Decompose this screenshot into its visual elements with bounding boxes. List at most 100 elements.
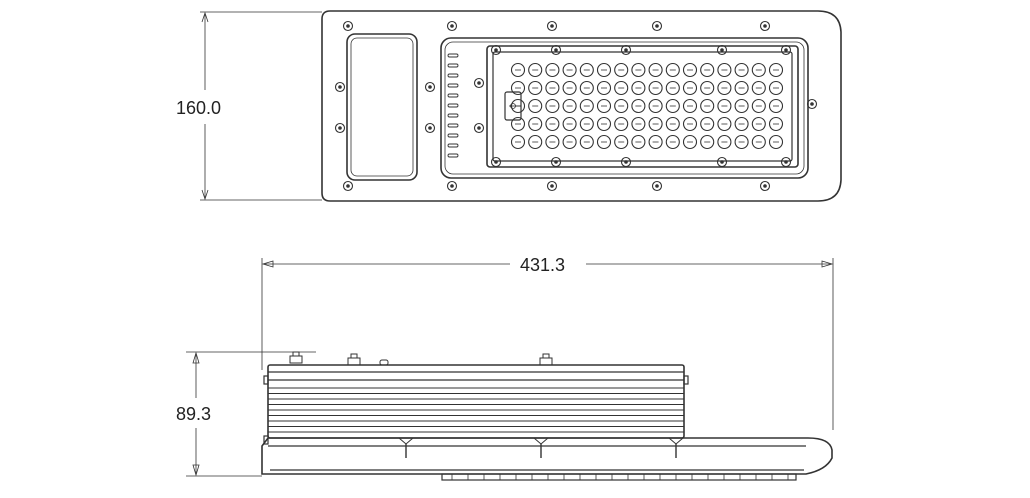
led-lens (528, 98, 543, 114)
led-lens (614, 134, 629, 150)
led-lens (528, 116, 543, 132)
led-lens (682, 116, 698, 132)
screw (716, 44, 728, 56)
led-lens (510, 134, 526, 150)
lens-frame-outer (440, 37, 809, 179)
mounting-post (398, 437, 414, 458)
led-lens (734, 98, 749, 114)
screw (546, 180, 558, 192)
mounting-post (533, 437, 549, 458)
length-dimension-label: 431.3 (520, 255, 565, 275)
top-view: 160.0 (176, 10, 842, 202)
bolt (347, 353, 361, 366)
led-lens (528, 80, 543, 96)
vent-slot (447, 123, 459, 128)
screws (334, 20, 818, 192)
led-lens (631, 116, 646, 132)
led-lens (682, 80, 698, 96)
vent-slot (447, 83, 459, 88)
vent-slot (447, 153, 459, 158)
led-lens (665, 98, 680, 114)
led-lens (717, 116, 732, 132)
led-lens (510, 80, 526, 96)
led-lens (579, 80, 594, 96)
led-lens (768, 62, 784, 78)
bolt (379, 359, 389, 366)
led-lens (545, 62, 560, 78)
led-lens (579, 62, 594, 78)
screw (446, 180, 458, 192)
led-lens (631, 134, 646, 150)
led-lens (682, 62, 698, 78)
led-lens (717, 98, 732, 114)
led-lens (545, 80, 560, 96)
screw (473, 77, 485, 89)
led-lens (596, 116, 612, 132)
bottom-housing (261, 437, 833, 475)
heatsink-body (267, 364, 685, 439)
led-lens (631, 80, 646, 96)
led-lens (528, 62, 543, 78)
screw (546, 20, 558, 32)
led-lens (648, 134, 663, 150)
height-dimension-label: 160.0 (176, 98, 221, 118)
side-height-dimension-label: 89.3 (176, 404, 211, 424)
screw (342, 20, 354, 32)
led-lens (751, 98, 766, 114)
led-lens (579, 116, 594, 132)
screw (780, 44, 792, 56)
led-lens (562, 62, 577, 78)
driver-window-outer (346, 33, 418, 181)
screw (424, 81, 436, 93)
led-lens (768, 80, 784, 96)
led-lens (717, 134, 732, 150)
led-lens (579, 98, 594, 114)
led-lens (614, 116, 629, 132)
screw (473, 122, 485, 134)
vent-slot (447, 93, 459, 98)
screw (651, 20, 663, 32)
led-lens (648, 116, 663, 132)
led-array (510, 62, 784, 150)
led-lens (734, 62, 749, 78)
led-lens (665, 62, 680, 78)
screw (620, 156, 632, 168)
led-lens (682, 98, 698, 114)
screw (651, 180, 663, 192)
led-lens (682, 134, 698, 150)
lens-frame-inner (444, 41, 805, 175)
led-lens (700, 62, 715, 78)
vent-slot (447, 113, 459, 118)
led-lens (545, 98, 560, 114)
led-lens (665, 80, 680, 96)
screw (759, 180, 771, 192)
led-lens (510, 98, 526, 114)
led-lens (614, 62, 629, 78)
screw (424, 122, 436, 134)
led-lens (528, 134, 543, 150)
mounting-post (668, 437, 684, 458)
screw (342, 180, 354, 192)
led-lens (734, 134, 749, 150)
led-lens (596, 98, 612, 114)
led-lens (768, 134, 784, 150)
led-lens (562, 80, 577, 96)
screw (759, 20, 771, 32)
led-lens (596, 62, 612, 78)
led-lens (648, 98, 663, 114)
led-board-inner (492, 51, 793, 162)
led-lens (734, 80, 749, 96)
screw (334, 81, 346, 93)
top-bolts (289, 351, 553, 366)
vent-slots (447, 53, 459, 158)
vent-slot (447, 63, 459, 68)
led-lens (700, 98, 715, 114)
bolt (289, 351, 303, 364)
housing-outline (321, 10, 842, 202)
mounting-posts (398, 437, 684, 458)
led-lens (768, 98, 784, 114)
led-lens (665, 134, 680, 150)
vent-slot (447, 53, 459, 58)
led-lens (631, 98, 646, 114)
